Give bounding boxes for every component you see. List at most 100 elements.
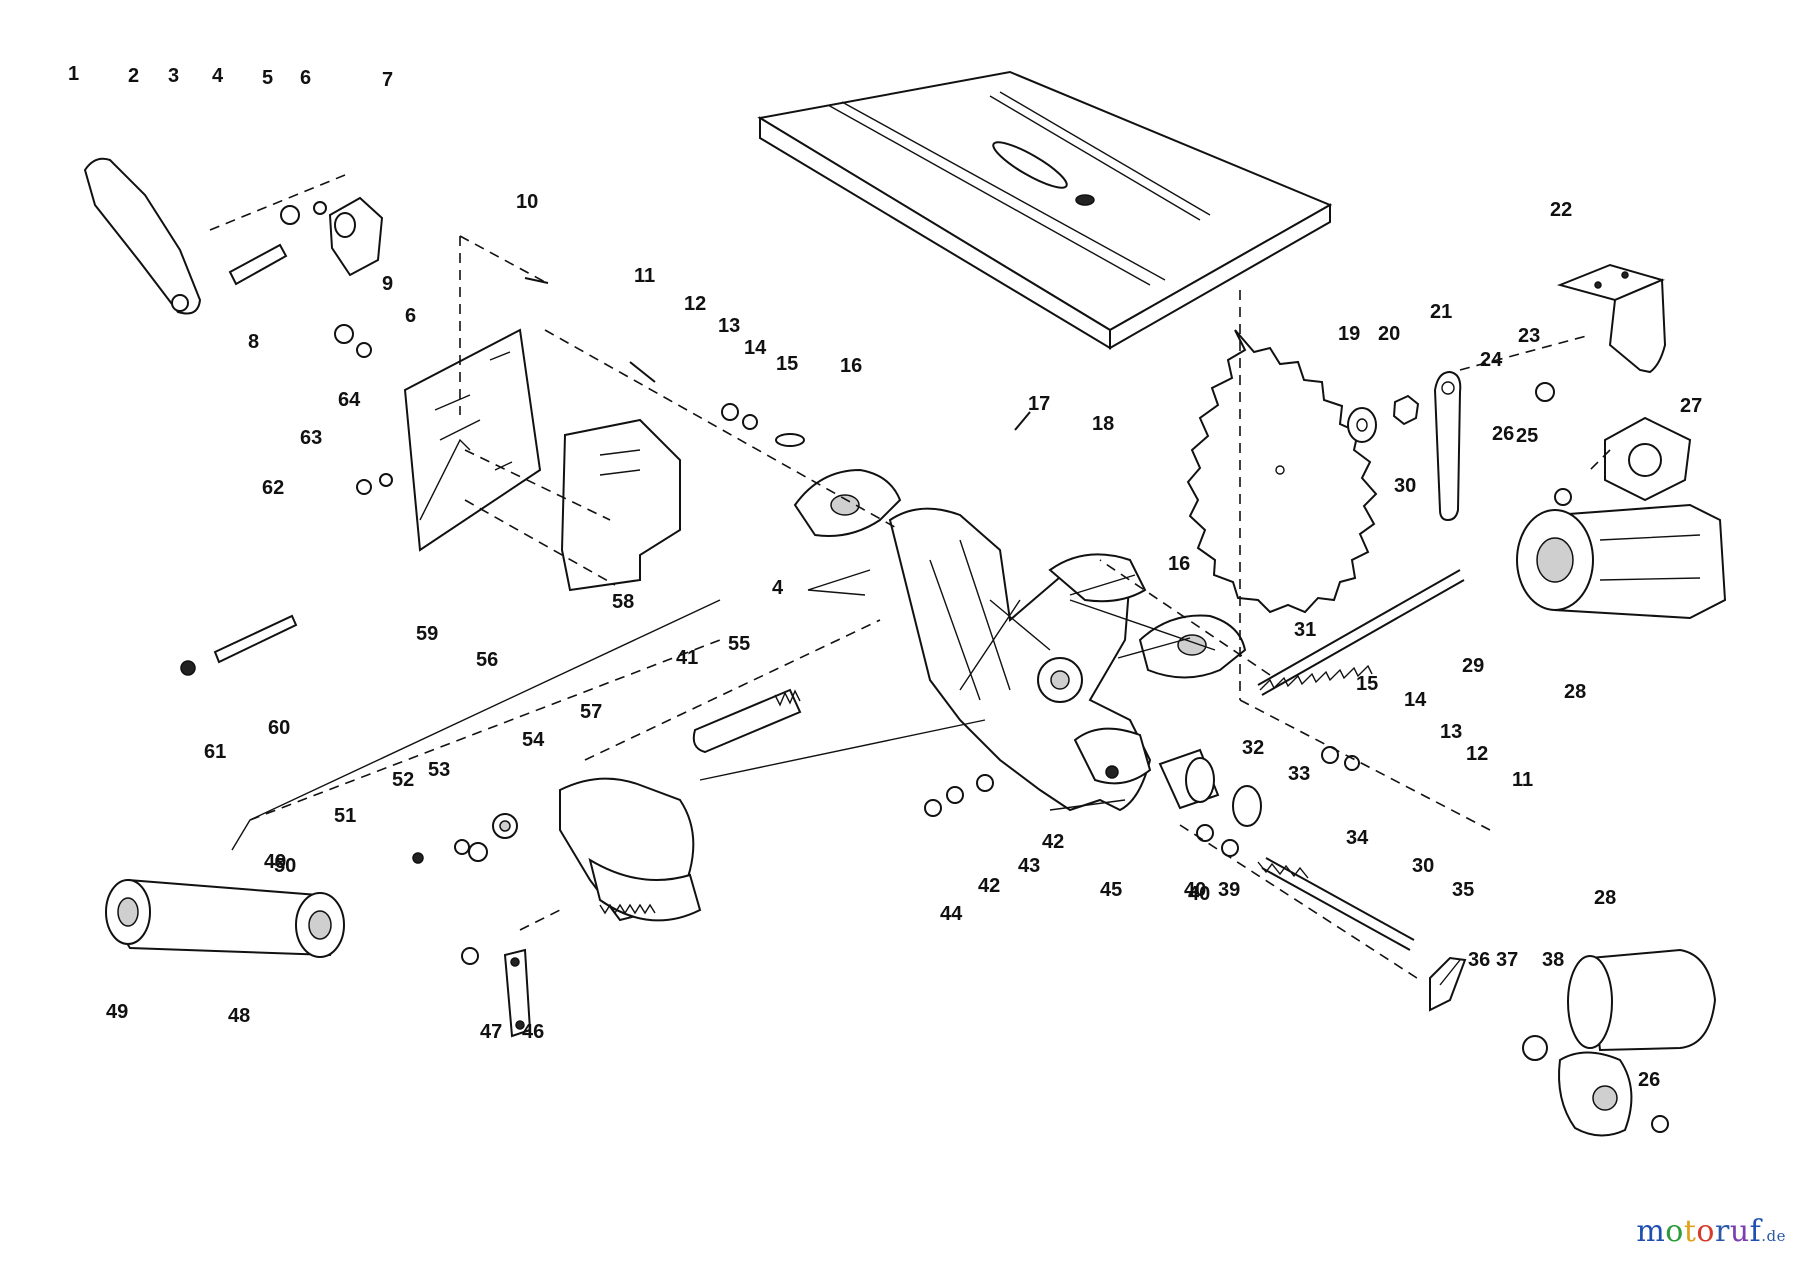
callout-label: 45 <box>1100 879 1122 901</box>
callout-labels: 1 2 3 4 5 6 7 8 9 6 10 11 12 13 14 15 16… <box>68 63 1702 1091</box>
callout-label: 63 <box>300 427 322 449</box>
callout-label: 54 <box>522 729 545 751</box>
callout-label: 27 <box>1680 395 1702 417</box>
arbor-washer-and-nut <box>1347 394 1420 443</box>
callout-label: 4 <box>212 65 224 87</box>
callout-label: 30 <box>1412 855 1434 877</box>
drive-belt <box>105 878 345 958</box>
tilt-bracket <box>559 777 702 922</box>
guide-cylinder <box>1158 748 1262 827</box>
callout-label: 17 <box>1028 393 1050 415</box>
callout-label: 49 <box>264 851 286 873</box>
watermark-tld: .de <box>1761 1227 1786 1245</box>
callout-label: 26 <box>1492 423 1514 445</box>
assembly-lines <box>209 174 1611 986</box>
callout-label: 6 <box>300 67 311 89</box>
callout-label: 13 <box>718 315 740 337</box>
callout-label: 37 <box>1496 949 1518 971</box>
callout-label: 15 <box>1356 673 1378 695</box>
callout-label: 12 <box>684 293 706 315</box>
callout-label: 44 <box>940 903 963 925</box>
lock-block <box>328 196 384 277</box>
callout-label: 19 <box>1338 323 1360 345</box>
pivot-pin <box>228 243 288 286</box>
motor-lower <box>1558 948 1717 1137</box>
callout-label: 34 <box>1346 827 1369 849</box>
small-hardware <box>280 201 1669 1133</box>
watermark-letter: u <box>1729 1214 1750 1249</box>
lock-lever <box>83 157 202 315</box>
callout-label: 40 <box>1184 879 1206 901</box>
callout-label: 2 <box>128 65 139 87</box>
callout-label: 42 <box>978 875 1000 897</box>
callout-label: 42 <box>1042 831 1064 853</box>
callout-label: 48 <box>228 1005 250 1027</box>
callout-label: 60 <box>268 717 290 739</box>
callout-label: 49 <box>106 1001 128 1023</box>
callout-label: 61 <box>204 741 226 763</box>
bearing-cap-upper <box>793 468 902 537</box>
callout-label: 50 <box>274 855 296 877</box>
callout-label: 52 <box>392 769 414 791</box>
callout-label: 64 <box>338 389 361 411</box>
callout-label: 53 <box>428 759 450 781</box>
callout-label: 57 <box>580 701 602 723</box>
callout-label: 28 <box>1564 681 1586 703</box>
saw-blade <box>1186 329 1378 614</box>
motor-mounting-plate <box>1604 416 1692 502</box>
callout-label: 46 <box>522 1021 544 1043</box>
watermark-letter: f <box>1749 1214 1762 1249</box>
callout-label: 9 <box>382 273 393 295</box>
callout-label: 51 <box>334 805 356 827</box>
callout-label: 41 <box>676 647 698 669</box>
callout-label: 6 <box>405 305 416 327</box>
callout-label: 58 <box>612 591 634 613</box>
callout-label: 56 <box>476 649 498 671</box>
watermark-letter: o <box>1696 1214 1715 1249</box>
table-top <box>757 70 1333 350</box>
callout-label: 33 <box>1288 763 1310 785</box>
callout-label: 38 <box>1542 949 1564 971</box>
callout-label: 31 <box>1294 619 1316 641</box>
support-rod <box>180 614 298 676</box>
callout-label: 23 <box>1518 325 1540 347</box>
callout-label: 3 <box>168 65 179 87</box>
callout-label: 35 <box>1452 879 1474 901</box>
callout-label: 36 <box>1468 949 1490 971</box>
callout-label: 25 <box>1516 425 1538 447</box>
callout-label: 32 <box>1242 737 1264 759</box>
arbor-wrench <box>1433 370 1462 522</box>
callout-label: 18 <box>1092 413 1114 435</box>
callout-label: 55 <box>728 633 750 655</box>
callout-label: 11 <box>1512 769 1533 791</box>
callout-label: 30 <box>1394 475 1416 497</box>
callout-label: 4 <box>772 577 784 599</box>
motor-bracket <box>1556 263 1667 374</box>
callout-label: 21 <box>1430 301 1452 323</box>
watermark-letter: m <box>1636 1214 1666 1249</box>
callout-label: 47 <box>480 1021 502 1043</box>
callout-label: 16 <box>840 355 862 377</box>
watermark-letter: t <box>1683 1214 1697 1249</box>
callout-label: 20 <box>1378 323 1400 345</box>
callout-label: 24 <box>1480 349 1503 371</box>
callout-label: 29 <box>1462 655 1484 677</box>
callout-label: 39 <box>1218 879 1240 901</box>
callout-label: 62 <box>262 477 284 499</box>
bevel-shaft-upper <box>1257 569 1465 696</box>
diagram-line-art <box>83 70 1727 1137</box>
callout-label: 7 <box>382 69 393 91</box>
callout-label: 13 <box>1440 721 1462 743</box>
motor-upper <box>1516 503 1727 620</box>
link-plate <box>503 948 532 1038</box>
arbor-shaft <box>692 688 802 754</box>
bearing-cap-lower <box>1138 614 1247 679</box>
callout-label: 26 <box>1638 1069 1660 1091</box>
callout-label: 8 <box>248 331 259 353</box>
watermark-letter: o <box>1665 1214 1684 1249</box>
callout-label: 5 <box>262 67 273 89</box>
site-watermark: motoruf.de <box>1636 1214 1786 1249</box>
height-shaft-lower <box>1257 857 1415 951</box>
callout-label: 11 <box>634 265 655 287</box>
